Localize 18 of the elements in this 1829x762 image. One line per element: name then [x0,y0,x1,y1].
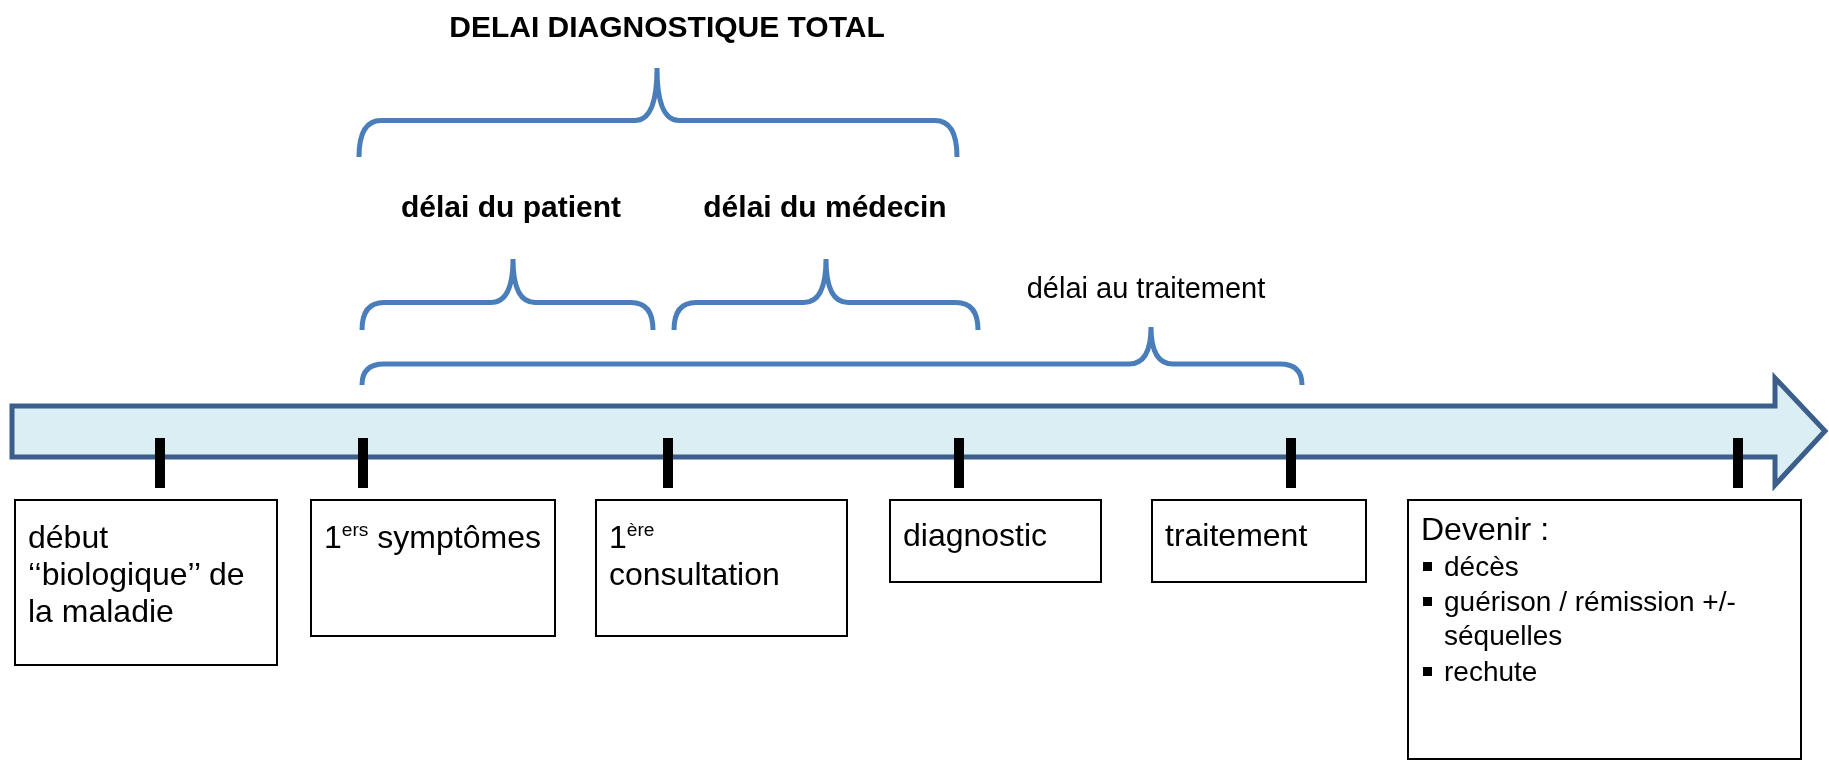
box-heading: Devenir : [1421,511,1551,548]
box-text: 1$^{ère}$ consultation [609,519,781,593]
box-text: début ‘‘biologique’’ de la maladie [28,519,246,630]
box-text: diagnostic [903,517,1049,554]
box-text: traitement [1165,517,1309,554]
list-item: décès [1444,549,1519,584]
text-box [1151,499,1367,583]
list-item: rechute [1444,654,1538,689]
bracket-label: DELAI DIAGNOSTIQUE TOTAL [449,10,885,44]
box-text: 1$^{ers}$ symptômes [324,519,542,556]
text-box [595,499,848,637]
text-box [889,499,1102,583]
bracket-label: délai du médecin [703,190,947,224]
text-box [310,499,556,637]
text-box [1407,499,1802,760]
bracket-label: délai du patient [401,190,621,224]
bracket-label: délai au traitement [1026,272,1266,305]
text-box [14,499,278,666]
